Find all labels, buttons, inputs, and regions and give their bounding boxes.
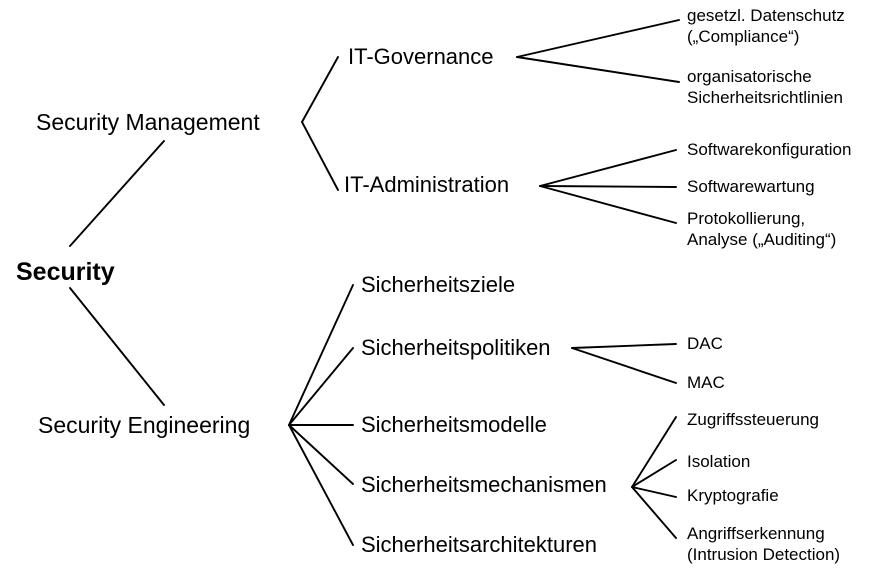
node-security-engineering: Security Engineering (38, 412, 251, 438)
node-gesetzl-datenschutz: gesetzl. Datenschutz („Compliance“) (687, 6, 845, 46)
node-sicherheitsmechanismen: Sicherheitsmechanismen (361, 472, 607, 497)
node-security-management: Security Management (36, 109, 260, 135)
edge-mechanismen-fork-isolation (631, 459, 677, 488)
edge-mechanismen-fork-angriff (631, 486, 677, 539)
node-isolation: Isolation (687, 452, 751, 471)
node-protokollierung-analyse: Protokollierung, Analyse („Auditing“) (687, 209, 837, 249)
edge-itadmin-fork-top (539, 149, 677, 187)
edge-mechanismen-fork-krypto (631, 486, 677, 498)
node-security-root: Security (16, 258, 115, 286)
edge-politiken-fork-mac (571, 347, 677, 384)
node-sicherheitspolitiken: Sicherheitspolitiken (361, 335, 551, 360)
edge-itadmin-fork-middle (539, 185, 677, 188)
edge-se-fork-ziele (288, 284, 354, 426)
node-sicherheitsziele: Sicherheitsziele (361, 272, 516, 297)
node-dac: DAC (687, 334, 723, 353)
edge-se-fork-mechanismen (288, 424, 354, 485)
edge-itgov-fork-bottom (516, 56, 680, 83)
edge-sm-fork-top (301, 56, 339, 123)
edge-sm-fork-bottom (301, 121, 339, 191)
node-it-governance: IT-Governance (348, 44, 494, 69)
node-zugriffssteuerung: Zugriffssteuerung (687, 410, 819, 429)
node-sicherheitsmodelle: Sicherheitsmodelle (361, 412, 547, 437)
edge-root-to-security-management (69, 140, 165, 247)
node-sicherheitsarchitekturen: Sicherheitsarchitekturen (361, 532, 598, 557)
edge-politiken-fork-dac (571, 343, 677, 349)
node-softwarekonfiguration: Softwarekonfiguration (687, 140, 852, 159)
edge-se-fork-politiken (288, 347, 354, 426)
node-angriffserkennung-intrusion-detection: Angriffserkennung (Intrusion Detection) (687, 524, 841, 564)
edge-mechanismen-fork-zugriff (631, 416, 677, 488)
edge-itgov-fork-top (516, 19, 680, 58)
edge-itadmin-fork-bottom (539, 185, 677, 224)
edge-root-to-security-engineering (69, 287, 165, 406)
node-kryptografie: Kryptografie (687, 486, 779, 505)
node-it-administration: IT-Administration (344, 172, 510, 197)
node-organisatorische-sicherheitsrichtlinien: organisatorische Sicherheitsrichtlinien (687, 67, 843, 107)
edge-se-fork-architekturen (288, 424, 354, 546)
node-mac: MAC (687, 373, 725, 392)
node-softwarewartung: Softwarewartung (687, 177, 815, 196)
